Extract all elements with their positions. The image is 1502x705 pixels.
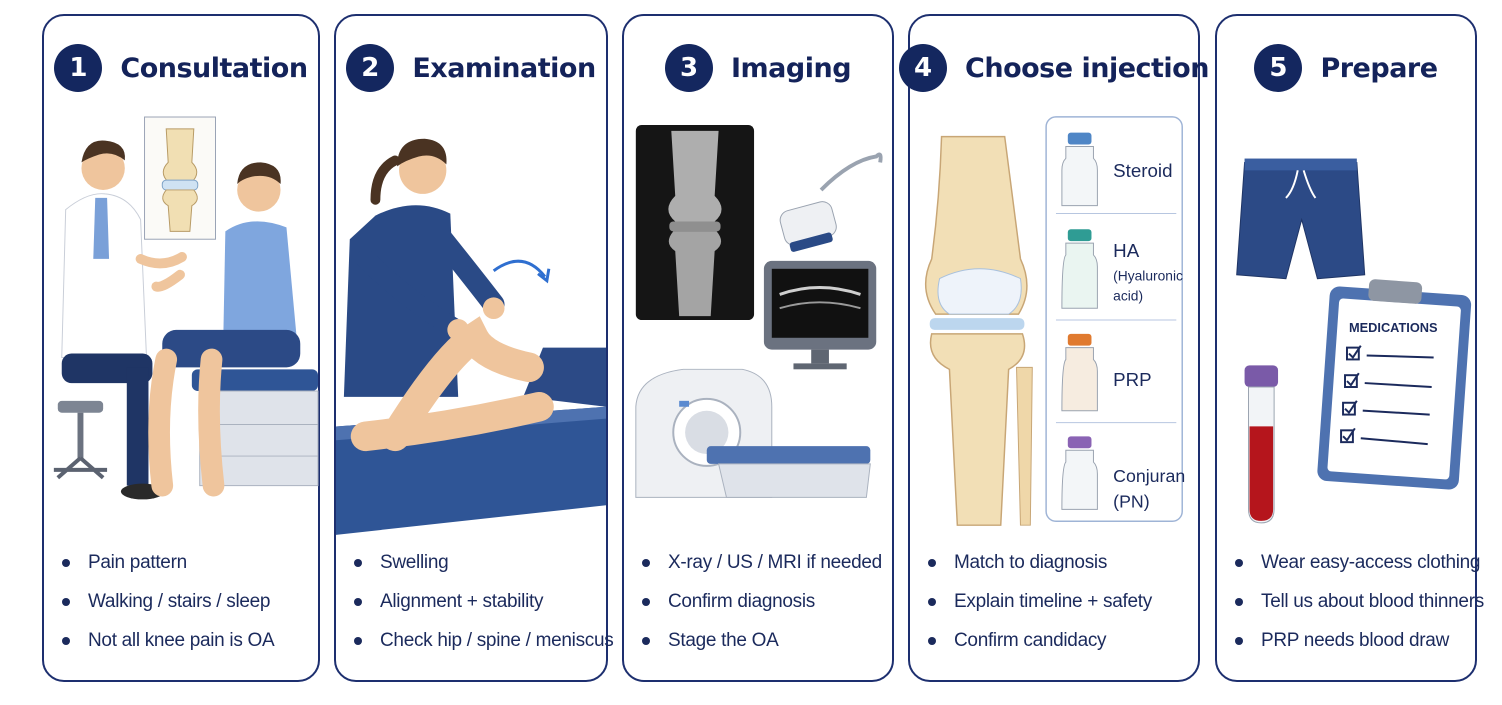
vial-sublabel: (Hyaluronic <box>1113 269 1183 284</box>
vial-label: Conjuran <box>1113 466 1185 486</box>
bullet-item: Wear easy-access clothing <box>1217 548 1481 587</box>
ultrasound-probe-icon <box>779 152 883 252</box>
bullet-item: Walking / stairs / sleep <box>44 587 318 626</box>
vial-panel <box>1045 116 1183 522</box>
clipboard-icon: MEDICATIONS <box>1317 279 1472 490</box>
step-header: 5 Prepare <box>1217 40 1475 96</box>
ultrasound-monitor-icon <box>763 260 877 370</box>
step-header: 4 Choose injection <box>899 40 1209 96</box>
step-title: Imaging <box>730 52 852 84</box>
bullet-item: X-ray / US / MRI if needed <box>624 548 892 587</box>
bullet-item: Tell us about blood thinners <box>1217 587 1484 626</box>
xray-film-icon <box>635 124 755 321</box>
step-number-badge: 1 <box>54 44 103 92</box>
bullet-item: Check hip / spine / meniscus <box>336 626 614 665</box>
rotation-arrow-icon <box>492 259 547 278</box>
vial-label: Steroid <box>1113 160 1172 181</box>
step-header: 3 Imaging <box>624 40 892 96</box>
prp-vial-icon: PRP <box>1061 333 1152 412</box>
step-title: Consultation <box>120 52 308 84</box>
vial-sublabel: acid) <box>1113 288 1143 303</box>
consultation-illustration <box>53 116 319 500</box>
step-bullet-list: Match to diagnosis Explain timeline + sa… <box>910 548 1198 665</box>
ha-vial-icon: HA (Hyaluronic acid) <box>1061 229 1183 309</box>
injection-choice-illustration: Steroid HA (Hyaluronic acid) PRP Conjura… <box>925 116 1185 526</box>
bullet-item: Confirm diagnosis <box>624 587 892 626</box>
step-number-badge: 3 <box>664 44 713 92</box>
clipboard-title: MEDICATIONS <box>1349 320 1438 335</box>
shorts-icon <box>1236 158 1366 280</box>
mri-scanner-icon <box>635 368 871 498</box>
conjuran-vial-icon: Conjuran (PN) <box>1061 436 1185 511</box>
vial-sublabel: (PN) <box>1113 491 1149 511</box>
vial-label: PRP <box>1113 369 1152 390</box>
bullet-item: Pain pattern <box>44 548 318 587</box>
step-card-prepare: 5 Prepare MEDICATIONS <box>1215 14 1484 682</box>
step-title: Prepare <box>1320 52 1438 84</box>
step-header: 1 Consultation <box>44 40 318 96</box>
bullet-item: Match to diagnosis <box>910 548 1198 587</box>
doctor-icon <box>61 140 187 500</box>
clinician-icon <box>343 138 505 397</box>
patient-leg-icon <box>350 316 606 452</box>
steroid-vial-icon: Steroid <box>1061 132 1172 207</box>
bullet-item: Swelling <box>336 548 606 587</box>
bullet-item: Explain timeline + safety <box>910 587 1198 626</box>
patient-icon <box>148 162 301 497</box>
vial-label: HA <box>1113 240 1140 261</box>
step-bullet-list: Pain pattern Walking / stairs / sleep No… <box>44 548 318 665</box>
step-bullet-list: Swelling Alignment + stability Check hip… <box>336 548 614 665</box>
bullet-item: Not all knee pain is OA <box>44 626 318 665</box>
examination-illustration <box>336 138 606 535</box>
bullet-item: Stage the OA <box>624 626 892 665</box>
step-number-badge: 2 <box>346 44 395 92</box>
step-title: Choose injection <box>965 52 1209 84</box>
step-header: 2 Examination <box>336 40 606 96</box>
checklist <box>1340 345 1434 446</box>
step-card-consultation: 1 Consultation <box>42 14 320 682</box>
bullet-item: PRP needs blood draw <box>1217 626 1475 665</box>
step-card-examination: 2 Examination Swelling Al <box>334 14 614 682</box>
imaging-illustration <box>635 124 883 498</box>
blood-tube-icon <box>1244 365 1279 524</box>
stool-icon <box>53 400 108 480</box>
step-bullet-list: X-ray / US / MRI if needed Confirm diagn… <box>624 548 892 665</box>
step-number-badge: 4 <box>899 44 948 92</box>
knee-poster-icon <box>144 116 216 240</box>
step-card-choose-injection: 4 Choose injection Steroid HA (Hyaluroni… <box>899 14 1209 682</box>
knee-joint-icon <box>925 135 1033 526</box>
preparation-illustration: MEDICATIONS <box>1236 158 1472 524</box>
bullet-item: Confirm candidacy <box>910 626 1198 665</box>
step-bullet-list: Wear easy-access clothing Tell us about … <box>1217 548 1484 665</box>
step-number-badge: 5 <box>1254 44 1303 92</box>
step-card-imaging: 3 Imaging <box>622 14 894 682</box>
bullet-item: Alignment + stability <box>336 587 606 626</box>
step-title: Examination <box>412 52 596 84</box>
